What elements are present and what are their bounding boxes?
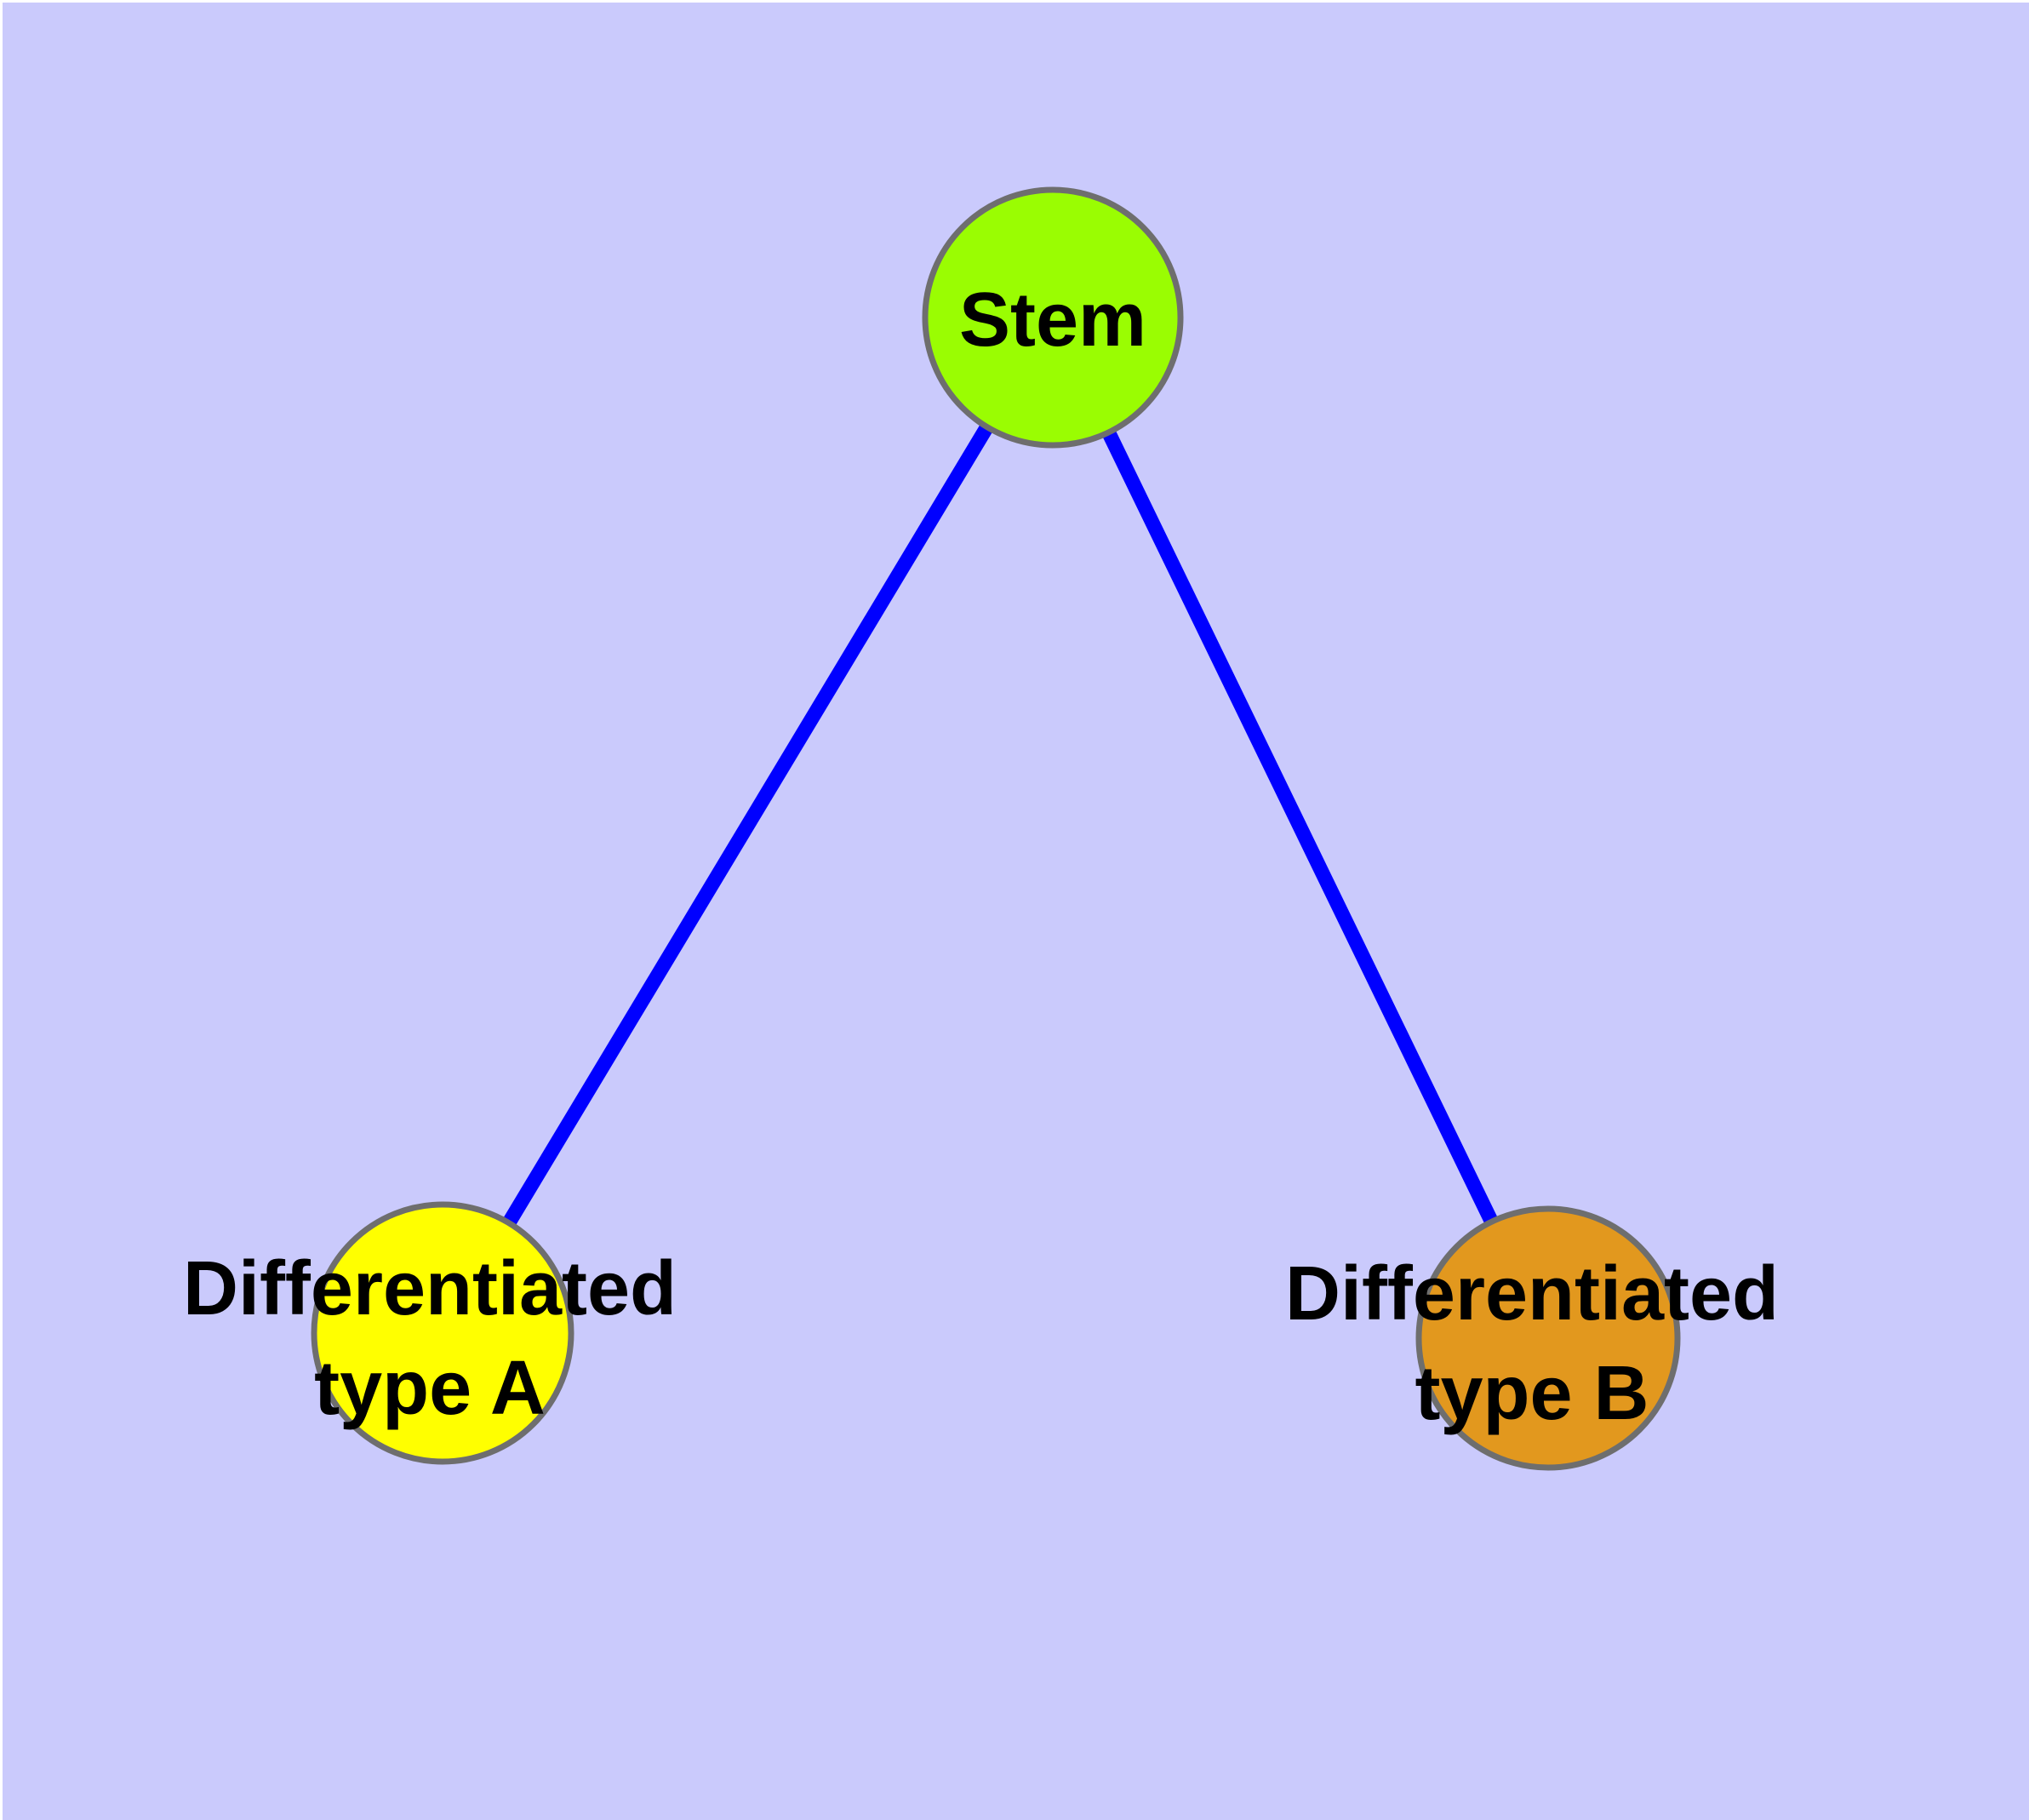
edge-stem-to-type-a	[436, 313, 1060, 1337]
node-differentiated-type-b	[1415, 1205, 1681, 1471]
node-differentiated-type-a	[311, 1201, 574, 1465]
node-type-b-label-line2: type B	[1415, 1351, 1649, 1436]
node-type-a-label-line2: type A	[314, 1346, 546, 1431]
node-stem-label: Stem	[959, 278, 1146, 363]
node-type-a-label-line1: Differentiated	[183, 1246, 677, 1331]
node-type-b-label-line1: Differentiated	[1285, 1251, 1779, 1336]
edge-stem-to-type-b	[1046, 314, 1555, 1342]
node-stem	[922, 186, 1184, 449]
